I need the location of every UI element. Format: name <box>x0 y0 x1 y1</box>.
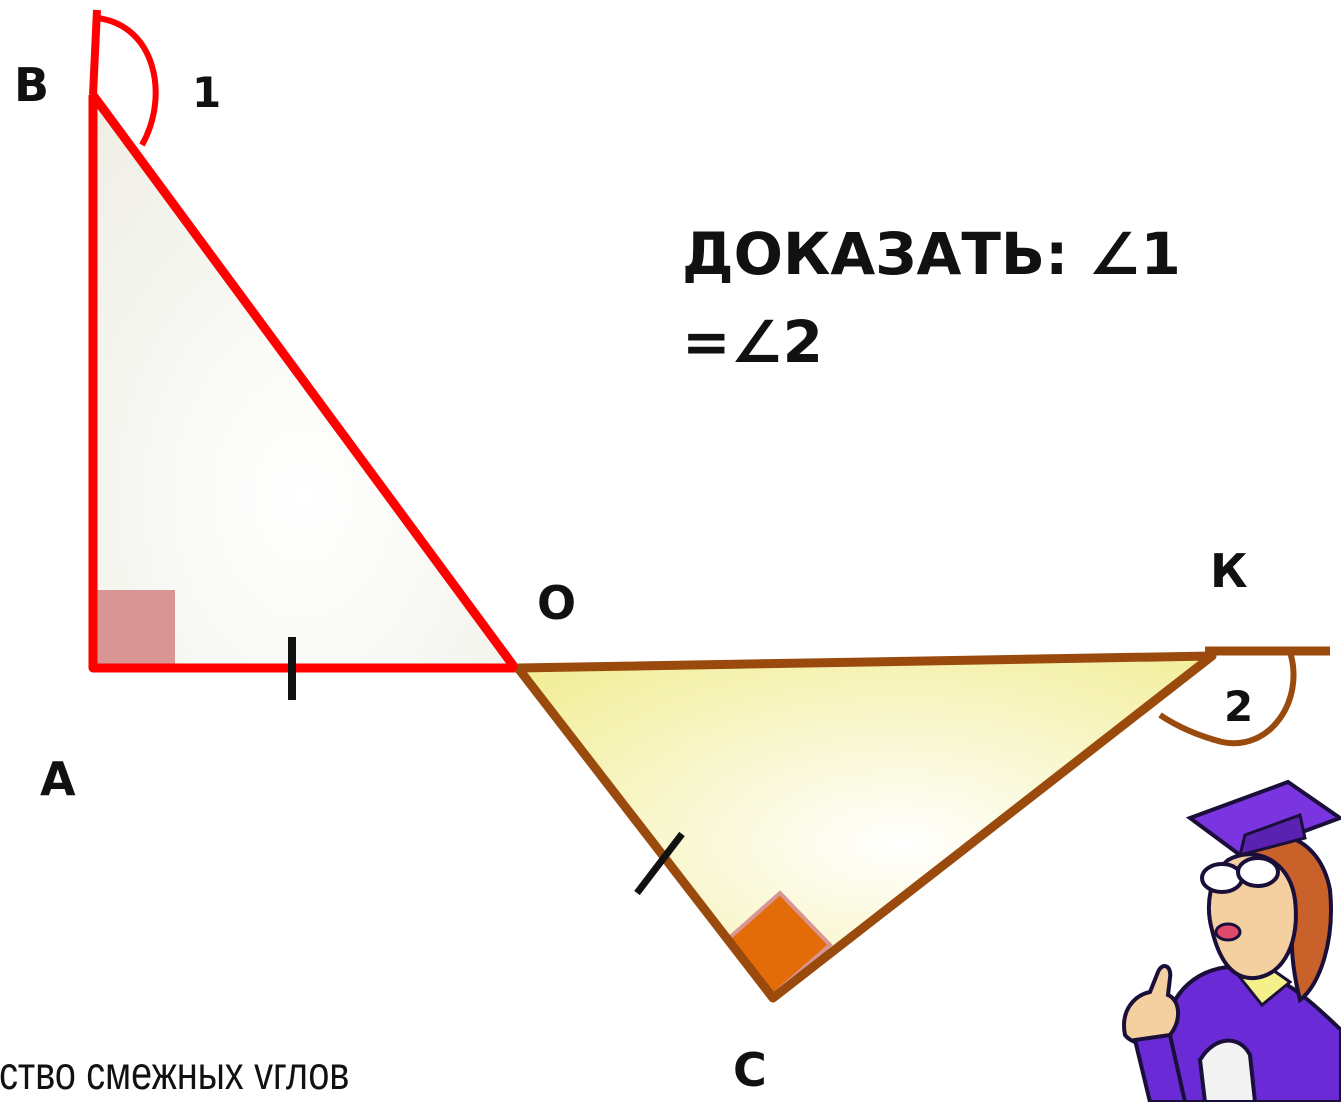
angle-label-2: 2 <box>1224 682 1254 731</box>
triangle-abo-sides <box>88 92 520 673</box>
point-label-k: К <box>1210 544 1248 598</box>
prove-statement-line-1: ДОКАЗАТЬ: ∠1 <box>682 220 1181 288</box>
prove-statement-line-2: =∠2 <box>682 308 823 376</box>
point-label-o: О <box>537 576 577 630</box>
angle-1-arc <box>96 15 159 147</box>
graduate-teacher-illustration <box>1122 779 1341 1102</box>
point-label-a: А <box>40 752 76 806</box>
angle-label-1: 1 <box>192 68 222 117</box>
prove-statement: ДОКАЗАТЬ: ∠1 =∠2 <box>682 210 1282 386</box>
tick-mark-oc <box>634 831 685 896</box>
point-label-c: С <box>733 1043 767 1097</box>
angle-2-arc <box>1158 651 1297 747</box>
point-label-b: В <box>14 58 50 112</box>
triangle-ock-sides <box>514 651 1217 1003</box>
slide-caption: йство смежных vглов <box>0 1047 350 1099</box>
extension-ray-b <box>89 9 101 96</box>
triangle-ock-fill <box>518 656 1212 998</box>
right-angle-mark-a <box>95 590 175 668</box>
